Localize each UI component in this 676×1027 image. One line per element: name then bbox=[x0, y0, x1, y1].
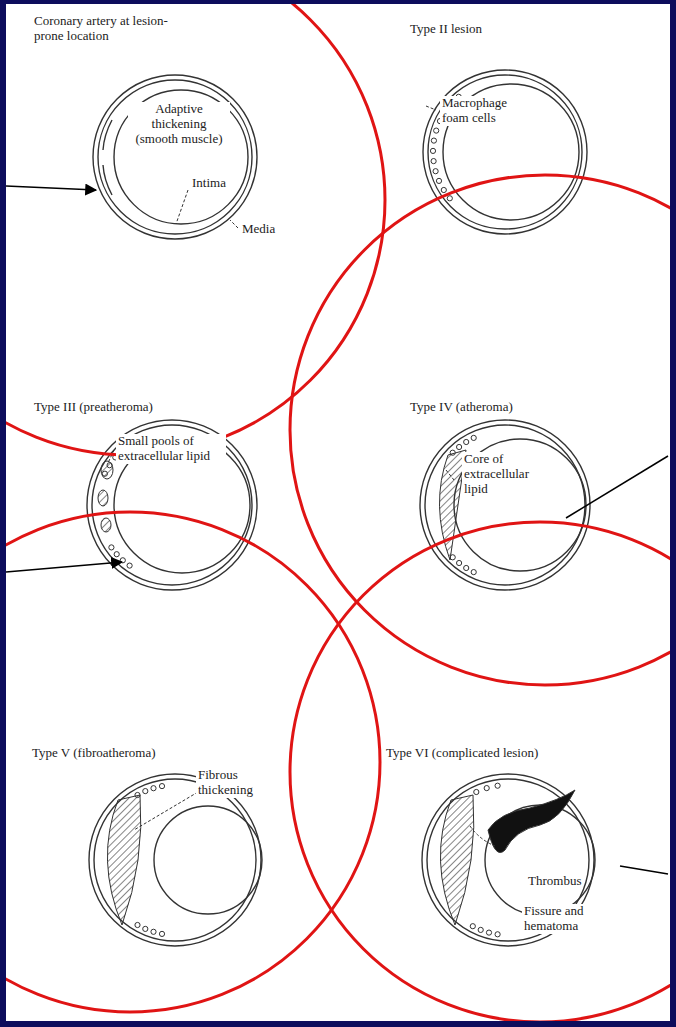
foam-cell bbox=[474, 789, 479, 794]
foam-cell bbox=[151, 929, 156, 934]
foam-cell bbox=[430, 148, 435, 153]
part-label: Core of extracellular lipid bbox=[462, 452, 548, 497]
foam-cell bbox=[114, 552, 119, 557]
artery-sections bbox=[87, 70, 595, 946]
foam-cell bbox=[431, 159, 436, 164]
foam-cell bbox=[159, 784, 164, 789]
foam-cell bbox=[464, 439, 469, 444]
part-label: Adaptive thickening (smooth muscle) bbox=[128, 102, 230, 147]
foam-cell bbox=[495, 783, 500, 788]
part-label: Thrombus bbox=[526, 874, 583, 889]
foam-cell bbox=[457, 444, 462, 449]
part-label: Fibrous thickening bbox=[196, 768, 272, 798]
foam-cell bbox=[143, 926, 148, 931]
foam-cell bbox=[486, 930, 491, 935]
foam-cell bbox=[143, 789, 148, 794]
foam-cell bbox=[495, 932, 500, 937]
red-circles bbox=[6, 4, 670, 1021]
panel-title: Type VI (complicated lesion) bbox=[384, 746, 540, 761]
foam-cell bbox=[471, 435, 476, 440]
foam-cell bbox=[478, 927, 483, 932]
panel-title: Type II lesion bbox=[408, 22, 484, 37]
foam-cell bbox=[135, 792, 140, 797]
part-label: Media bbox=[240, 222, 277, 237]
foam-cell bbox=[450, 555, 455, 560]
part-label: Macrophage foam cells bbox=[440, 96, 534, 126]
foam-cell bbox=[471, 570, 476, 575]
foam-cell bbox=[441, 187, 446, 192]
foam-cell bbox=[159, 931, 164, 936]
panel-title: Coronary artery at lesion-prone location bbox=[32, 14, 186, 44]
panel-title: Type IV (atheroma) bbox=[408, 400, 515, 415]
panel-title: Type V (fibroatheroma) bbox=[30, 746, 158, 761]
foam-cell bbox=[484, 786, 489, 791]
foam-cell bbox=[457, 560, 462, 565]
foam-cell bbox=[107, 463, 112, 468]
part-label: Fissure and hematoma bbox=[522, 904, 608, 934]
panel-title: Type III (preatheroma) bbox=[32, 400, 155, 415]
foam-cell bbox=[135, 922, 140, 927]
foam-cell bbox=[470, 924, 475, 929]
foam-cell bbox=[447, 196, 452, 201]
foam-cell bbox=[450, 450, 455, 455]
part-label: Intima bbox=[190, 176, 228, 191]
foam-cell bbox=[109, 545, 114, 550]
leader-lines bbox=[108, 106, 454, 830]
foam-cell bbox=[433, 169, 438, 174]
pointer-arrows bbox=[6, 186, 668, 874]
foam-cell bbox=[151, 786, 156, 791]
foam-cell bbox=[436, 178, 441, 183]
part-label: Small pools of extracellular lipid bbox=[116, 434, 226, 464]
foam-cell bbox=[464, 565, 469, 570]
lipid-deposits bbox=[98, 450, 575, 925]
foam-cell bbox=[434, 128, 439, 133]
foam-cell bbox=[431, 138, 436, 143]
foam-cell bbox=[127, 563, 132, 568]
foam-cell bbox=[102, 471, 107, 476]
